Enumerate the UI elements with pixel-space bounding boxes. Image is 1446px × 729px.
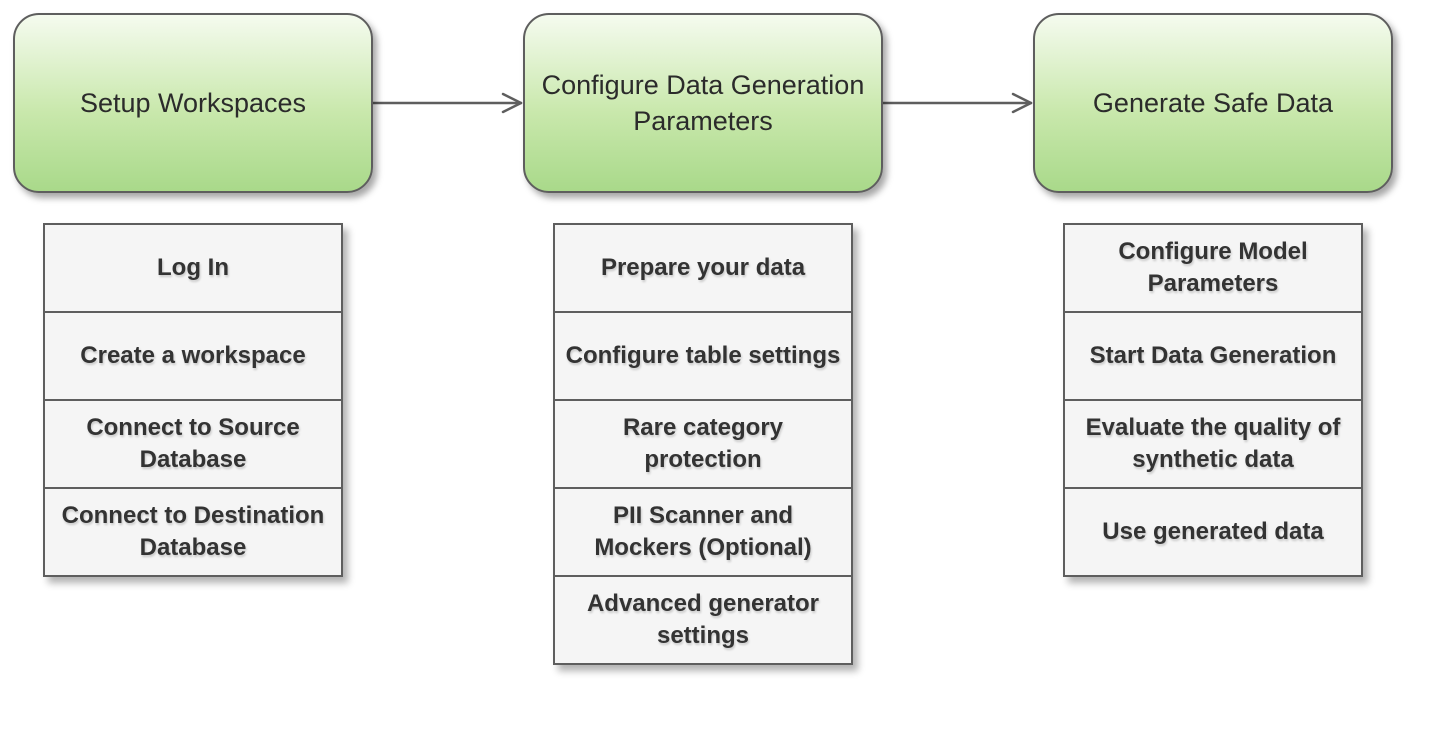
step-label: Create a workspace xyxy=(80,342,306,369)
stage-title: Generate Safe Data xyxy=(1092,88,1334,118)
step-item: Rare category protection xyxy=(553,399,853,489)
stage-header-configure-data-generation-parameters: Configure Data Generation Parameters xyxy=(523,13,883,193)
step-label: PII Scanner and Mockers (Optional) xyxy=(594,502,812,561)
arrowhead-icon xyxy=(1011,92,1033,114)
stage-header-setup-workspaces: Setup Workspaces xyxy=(13,13,373,193)
step-label: Use generated data xyxy=(1102,518,1324,545)
step-label: Prepare your data xyxy=(600,254,806,281)
step-list-setup-workspaces: Log In Create a workspace Connect to Sou… xyxy=(43,223,343,577)
step-label: Evaluate the quality of synthetic data xyxy=(1085,414,1341,473)
step-item: Connect to Source Database xyxy=(43,399,343,489)
step-list-configure-data-generation-parameters: Prepare your data Configure table settin… xyxy=(553,223,853,665)
step-item: Prepare your data xyxy=(553,223,853,313)
step-list-generate-safe-data: Configure Model Parameters Start Data Ge… xyxy=(1063,223,1363,577)
stage-title: Configure Data Generation Parameters xyxy=(541,70,865,136)
step-label: Rare category protection xyxy=(622,414,784,473)
step-item: Configure table settings xyxy=(553,311,853,401)
step-item: Create a workspace xyxy=(43,311,343,401)
step-item: Evaluate the quality of synthetic data xyxy=(1063,399,1363,489)
step-item: Start Data Generation xyxy=(1063,311,1363,401)
step-item: Use generated data xyxy=(1063,487,1363,577)
stage-header-generate-safe-data: Generate Safe Data xyxy=(1033,13,1393,193)
step-label: Log In xyxy=(157,254,229,281)
step-item: Log In xyxy=(43,223,343,313)
step-label: Configure Model Parameters xyxy=(1118,238,1308,297)
step-label: Connect to Source Database xyxy=(86,414,300,473)
stage-title: Setup Workspaces xyxy=(79,88,307,118)
step-item: PII Scanner and Mockers (Optional) xyxy=(553,487,853,577)
step-item: Configure Model Parameters xyxy=(1063,223,1363,313)
step-label: Advanced generator settings xyxy=(586,590,820,649)
arrowhead-icon xyxy=(501,92,523,114)
step-item: Advanced generator settings xyxy=(553,575,853,665)
step-item: Connect to Destination Database xyxy=(43,487,343,577)
step-label: Start Data Generation xyxy=(1089,342,1337,369)
step-label: Configure table settings xyxy=(565,342,841,369)
step-label: Connect to Destination Database xyxy=(61,502,325,561)
